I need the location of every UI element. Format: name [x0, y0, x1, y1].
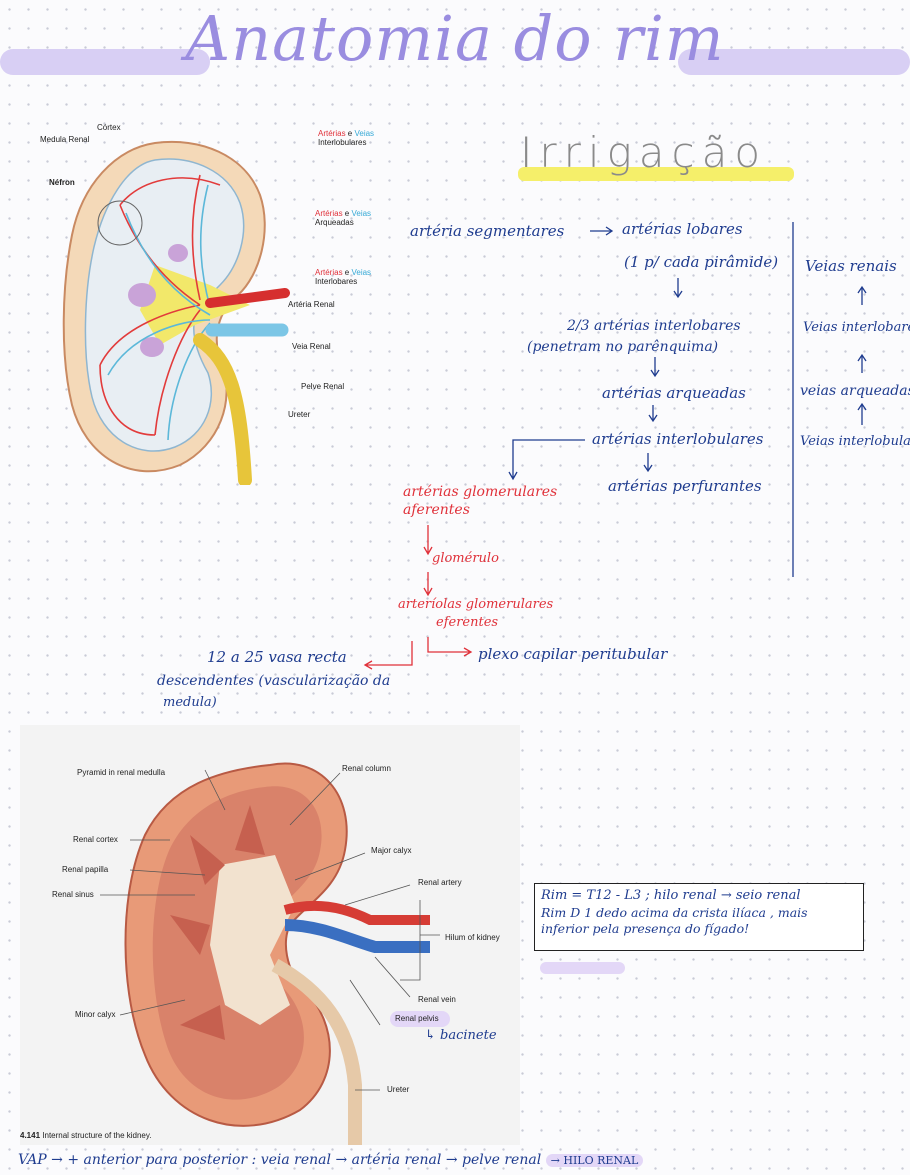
- note-line-3: inferior pela presença do fígado!: [541, 921, 750, 936]
- vein-renais: Veias renais: [805, 257, 897, 275]
- flow-interlobares-note: (penetram no parênquima): [527, 339, 719, 355]
- note-line-2: Rim D 1 dedo acima da crista ilíaca , ma…: [541, 905, 808, 920]
- flow-glomerulo: glomérulo: [432, 551, 499, 566]
- fig1-ureter-label: Ureter: [288, 410, 311, 419]
- fig2-major-calyx-label: Major calyx: [371, 846, 412, 855]
- flow-interlobares: 2/3 artérias interlobares: [567, 318, 741, 334]
- fig2-caption: 4.141 Internal structure of the kidney.: [20, 1131, 152, 1140]
- flow-vasa-recta-2: descendentes (vascularização da: [157, 673, 391, 689]
- fig1-cortex-label: Córtex: [97, 123, 121, 132]
- flow-vasa-recta-3: medula): [163, 695, 217, 710]
- irrigacao-highlight: [518, 167, 794, 181]
- flow-arqueadas: artérias arqueadas: [602, 384, 746, 402]
- flow-arrows: [363, 222, 867, 670]
- fig1-arteria-renal-label: Artéria Renal: [288, 300, 335, 309]
- vein-interlobares: Veias interlobares: [803, 320, 910, 335]
- flow-eferentes-2: eferentes: [436, 615, 499, 630]
- fig2-hilum-label: Hilum of kidney: [445, 933, 500, 942]
- flow-glom-aferentes-2: aferentes: [403, 502, 470, 518]
- fig2-column-label: Renal column: [342, 764, 391, 773]
- fig2-cortex-label: Renal cortex: [73, 835, 118, 844]
- flow-eferentes-1: arteríolas glomerulares: [398, 597, 554, 612]
- bacinete-note: ↳ bacinete: [425, 1028, 497, 1043]
- fig2-ureter-label: Ureter: [387, 1085, 410, 1094]
- flow-glom-aferentes-1: artérias glomerulares: [403, 484, 558, 500]
- fig2-sinus-label: Renal sinus: [52, 890, 94, 899]
- fig2-artery-label: Renal artery: [418, 878, 462, 887]
- fig1-nefron-label: Néfron: [49, 178, 75, 187]
- flow-lobares-note: (1 p/ cada pirâmide): [624, 253, 779, 271]
- note-box: Rim = T12 - L3 ; hilo renal → seio renal…: [534, 883, 864, 951]
- fig2-vein-label: Renal vein: [418, 995, 456, 1004]
- fig1-medula-label: Medula Renal: [40, 135, 90, 144]
- fig2-papilla-label: Renal papilla: [62, 865, 109, 874]
- renal-pelvis-highlight: [390, 1011, 450, 1027]
- vein-interlobulares: Veias interlobulares: [800, 434, 910, 449]
- vein-arqueadas: veias arqueadas: [800, 383, 910, 399]
- title-band-left: [0, 49, 210, 75]
- note-underline-highlight: [540, 962, 625, 974]
- fig2-minor-calyx-label: Minor calyx: [75, 1010, 116, 1019]
- fig2-pyramid-label: Pyramid in renal medulla: [77, 768, 166, 777]
- flow-perfurantes: artérias perfurantes: [608, 477, 762, 495]
- vap-text: VAP → + anterior para posterior : veia r…: [18, 1152, 542, 1168]
- flow-lobares: artérias lobares: [622, 220, 743, 238]
- page-title: Anatomia do rim: [185, 2, 725, 75]
- vap-line: VAP → + anterior para posterior : veia r…: [18, 1152, 644, 1168]
- irrigacao-heading: Irrigação: [520, 128, 768, 177]
- fig2-pelvis-label: Renal pelvis: [395, 1014, 439, 1023]
- kidney-internal-figure: [100, 762, 440, 1145]
- flow-vasa-recta-1: 12 a 25 vasa recta: [207, 648, 347, 666]
- kidney-vascular-figure: [62, 140, 290, 485]
- flow-segmentares: artéria segmentares: [410, 222, 565, 240]
- fig1-veia-renal-label: Veia Renal: [292, 342, 331, 351]
- flow-plexo: plexo capilar peritubular: [478, 645, 668, 663]
- fig1-pelve-renal-label: Pelve Renal: [301, 382, 345, 391]
- hilo-renal-highlight: → HILO RENAL: [545, 1154, 644, 1167]
- note-line-1: Rim = T12 - L3 ; hilo renal → seio renal: [541, 888, 801, 903]
- flow-interlobulares: artérias interlobulares: [592, 430, 764, 448]
- title-band-right: [678, 49, 910, 75]
